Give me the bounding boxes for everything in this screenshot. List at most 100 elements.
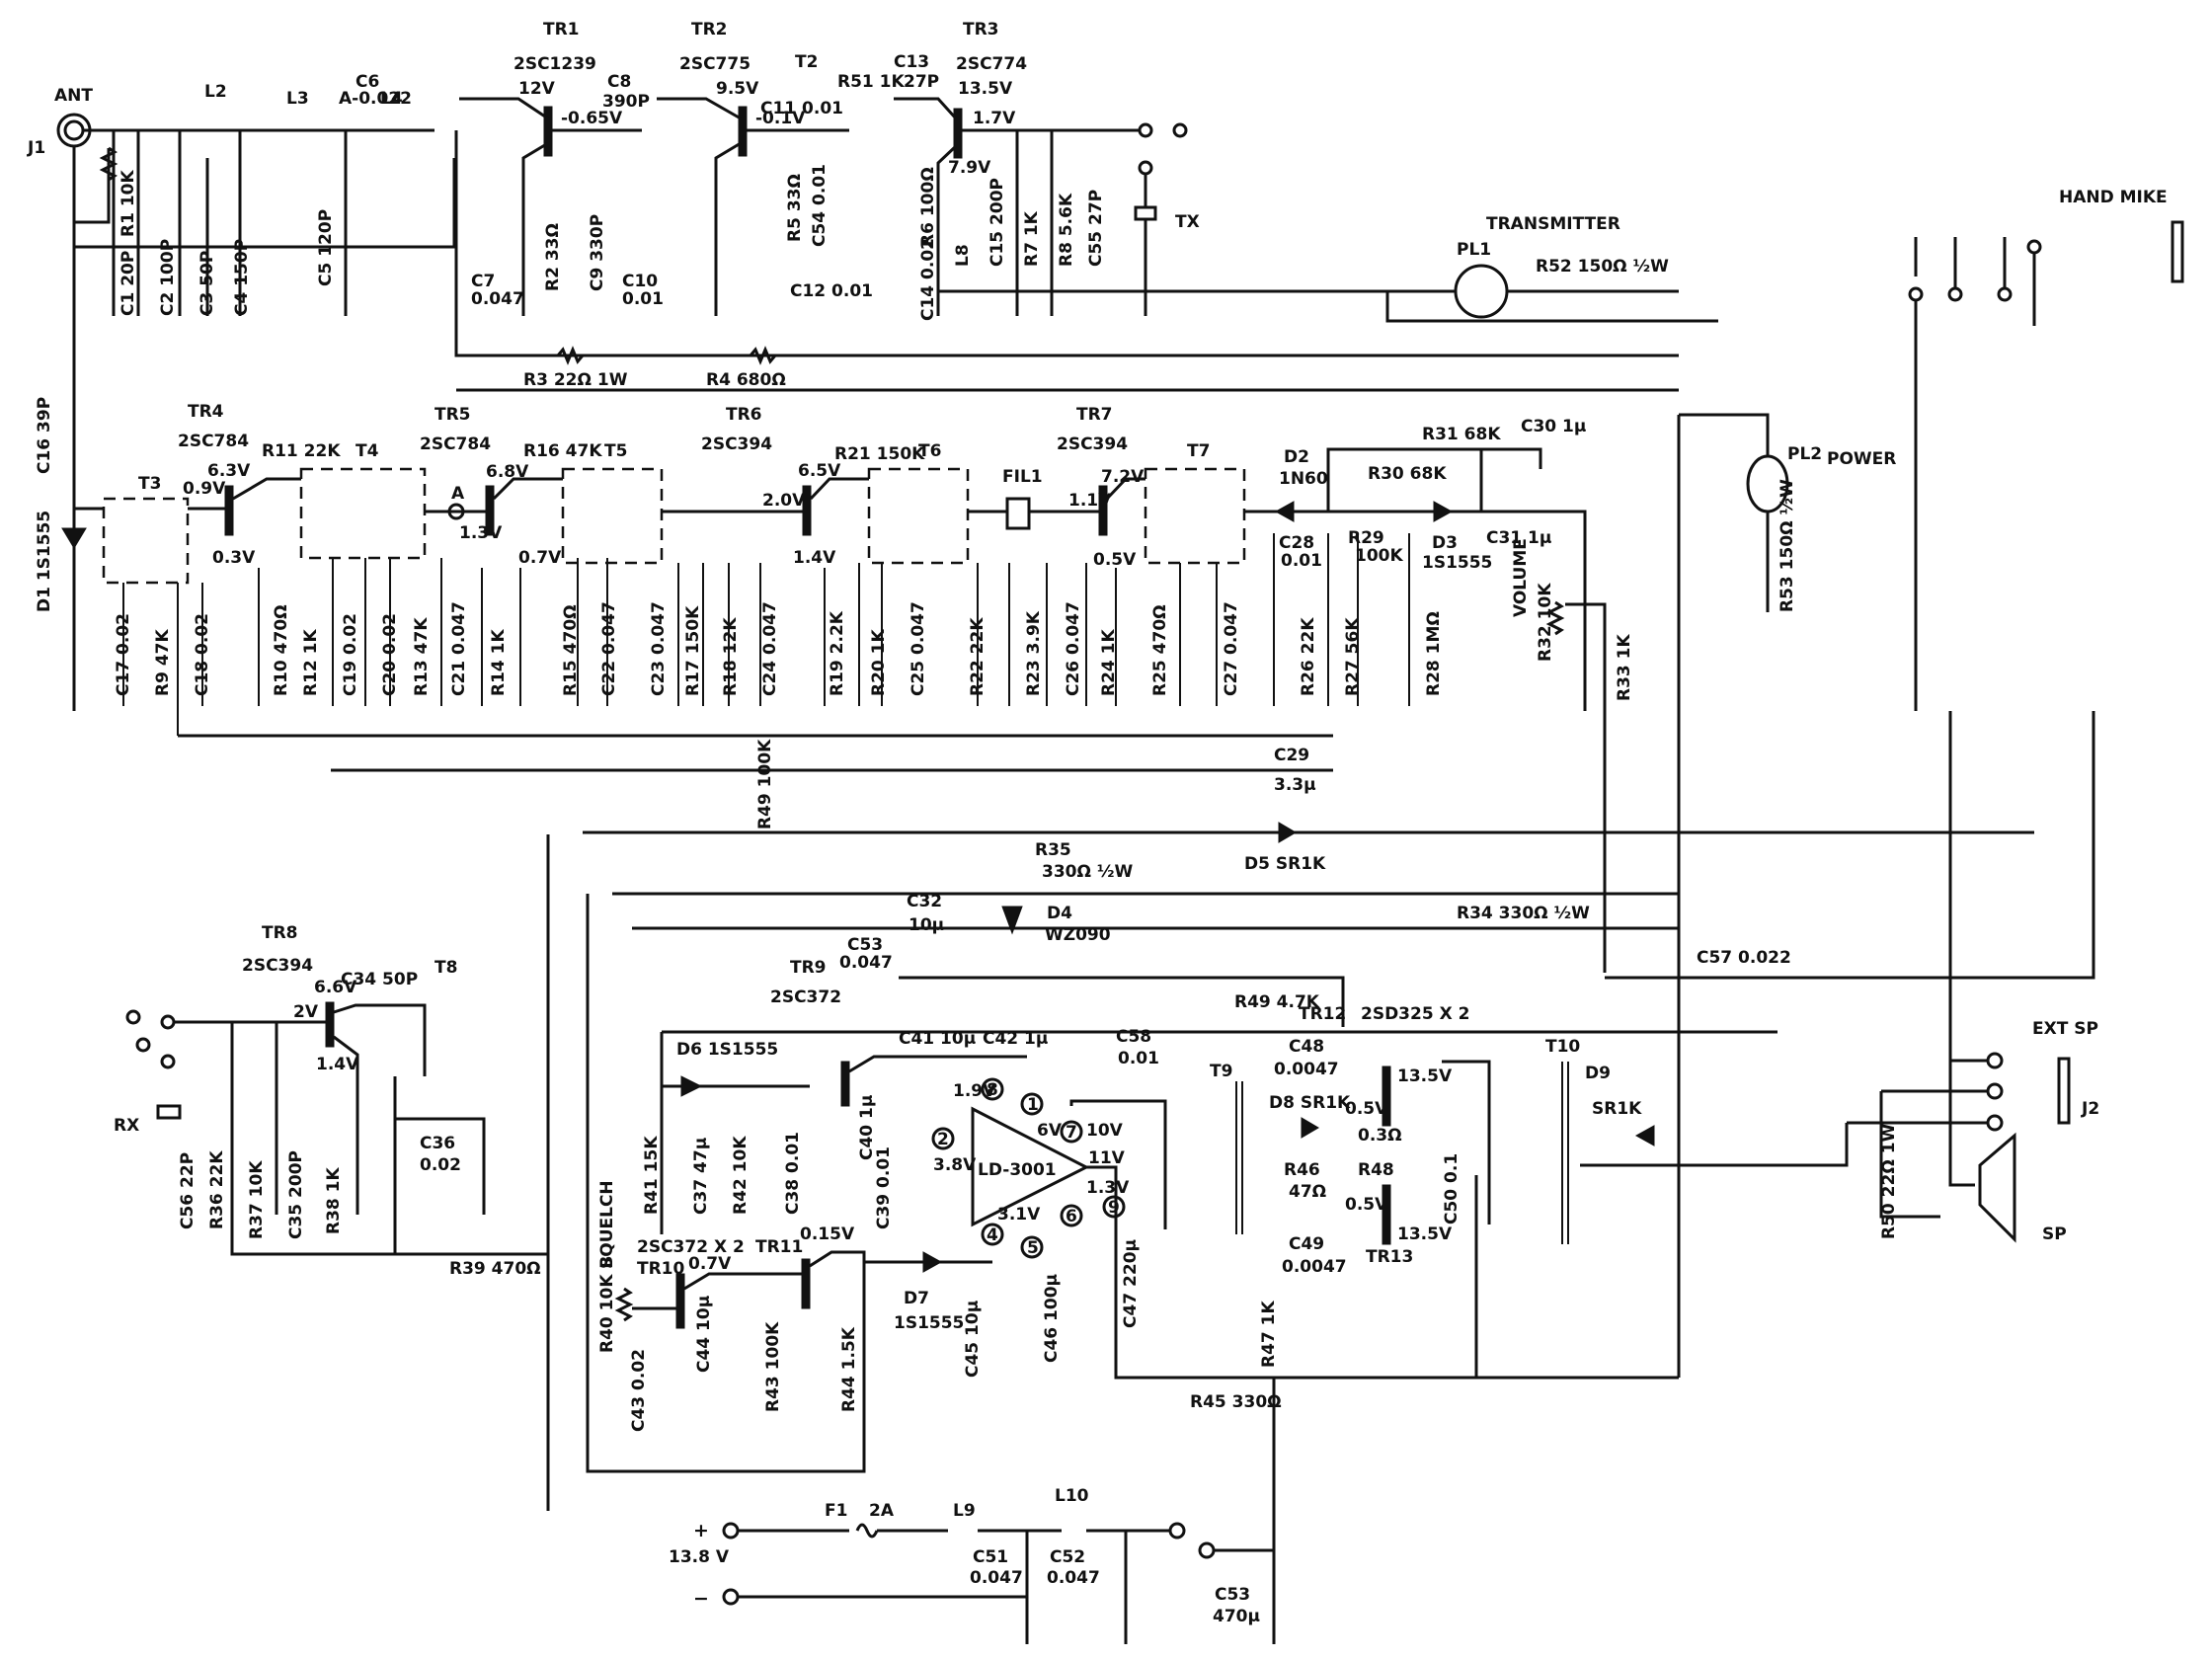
c48-label: C48: [1289, 1037, 1324, 1057]
ld3001-amplifier-icon: [971, 1106, 1090, 1227]
c29-label: C29: [1274, 746, 1309, 765]
c32-label: C32: [907, 892, 942, 911]
c10-value: 0.01: [622, 289, 664, 309]
svg-text:R15 470Ω: R15 470Ω: [561, 604, 581, 696]
r52-label: R52 150Ω ½W: [1536, 257, 1669, 276]
tr2-transistor-icon: [738, 106, 748, 157]
d4-part: WZ090: [1045, 925, 1111, 945]
r35-value: 330Ω ½W: [1042, 862, 1133, 882]
r45-label: R45 330Ω: [1190, 1392, 1282, 1412]
ic-pin4-voltage: 3.1V: [997, 1205, 1041, 1224]
svg-text:R26 22K: R26 22K: [1299, 617, 1318, 696]
t3-label: T3: [138, 474, 161, 494]
svg-text:C20 0.02: C20 0.02: [380, 613, 400, 696]
hand-mike-icon: [2171, 220, 2184, 283]
c50-label: C50 0.1: [1442, 1153, 1462, 1224]
c13-value: 27P: [904, 72, 939, 92]
d6-label: D6 1S1555: [676, 1040, 778, 1060]
r48-label: R48: [1358, 1160, 1394, 1180]
r36-label: R36 22K: [207, 1150, 227, 1229]
tr5-v-emitter: 0.7V: [518, 548, 562, 568]
d7-diode-icon: [922, 1251, 943, 1273]
d4-zener-icon: [1001, 906, 1023, 935]
power-section: + − 13.8 V F1 2A L9 L10 C51 0.047 C52 0.…: [669, 1486, 1276, 1644]
ic-pin1-voltage: 6V: [1037, 1121, 1063, 1141]
tr3-v-base: 1.7V: [973, 109, 1016, 128]
ext-sp-jack-icon[interactable]: [2057, 1057, 2071, 1125]
d3-label: D3: [1432, 533, 1458, 553]
c9-label: C9 330P: [588, 214, 607, 291]
tr12-transistor-icon: [1382, 1066, 1391, 1127]
bus-section: R49 100K C29 3.3μ D5 SR1K R35 330Ω ½W D4…: [178, 711, 2095, 1511]
svg-text:9: 9: [1108, 1198, 1120, 1218]
tr2-label: TR2: [691, 20, 728, 40]
tr8-transistor-icon: [325, 1001, 335, 1048]
pl1-label: PL1: [1457, 240, 1491, 260]
tr9-part: 2SC372: [770, 988, 841, 1007]
c41-label: C41 10μ: [899, 1029, 976, 1049]
fuse-icon: [855, 1523, 879, 1539]
d5-diode-icon: [1278, 822, 1297, 843]
r50-label: R50 22Ω 1W: [1879, 1123, 1899, 1239]
rx-crystal-icon: [156, 1104, 182, 1120]
t3-transformer-icon: [102, 497, 190, 585]
squelch-label: SQUELCH: [597, 1180, 617, 1269]
tr11-transistor-icon: [801, 1258, 811, 1309]
d8-label: D8 SR1K: [1269, 1093, 1351, 1113]
c53-value: 470μ: [1213, 1607, 1260, 1626]
c11-label: C11 0.01: [760, 99, 843, 118]
c42-label: C42 1μ: [983, 1029, 1048, 1049]
svg-text:C21 0.047: C21 0.047: [449, 601, 469, 696]
r47-label: R47 1K: [1259, 1301, 1279, 1368]
c58-label: C58: [1116, 1027, 1151, 1047]
c34-label: C34 50P: [341, 970, 418, 989]
r5-label: R5 33Ω: [785, 174, 805, 242]
d1-label: D1 1S1555: [35, 511, 54, 612]
r7-label: R7 1K: [1022, 210, 1042, 267]
d2-label: D2: [1284, 447, 1309, 467]
t4-label: T4: [356, 441, 379, 461]
t4-transformer-icon: [299, 467, 427, 560]
r46-label: R46: [1284, 1160, 1320, 1180]
l9-label: L9: [953, 1501, 976, 1521]
d9-part: SR1K: [1592, 1099, 1642, 1119]
c45-label: C45 10μ: [963, 1301, 983, 1378]
svg-text:R18 12K: R18 12K: [721, 617, 741, 696]
d1-diode-icon: [61, 527, 87, 549]
tr7-v-collector: 7.2V: [1101, 467, 1145, 487]
svg-text:8: 8: [987, 1080, 998, 1100]
t10-label: T10: [1545, 1037, 1580, 1057]
tr5-v-collector: 6.8V: [486, 462, 529, 482]
tr4-v-base: 0.9V: [183, 479, 226, 499]
r38-label: R38 1K: [324, 1167, 344, 1234]
tr1-transistor-icon: [543, 106, 553, 157]
c8-value: 390P: [602, 92, 650, 112]
power-switch-icon[interactable]: [1168, 1522, 1186, 1540]
c40-label: C40 1μ: [857, 1095, 877, 1160]
c55-label: C55 27P: [1086, 190, 1106, 267]
tr1-part: 2SC1239: [514, 54, 596, 74]
squelch-potentiometer-icon[interactable]: [614, 1287, 634, 1322]
tr4-transistor-icon: [224, 485, 234, 536]
tr5-transistor-icon: [485, 485, 495, 536]
supply-plus-terminal-icon: [722, 1522, 740, 1540]
svg-text:R25 470Ω: R25 470Ω: [1150, 604, 1170, 696]
c53-bus-label: C53: [847, 935, 883, 955]
volume-label: VOLUME: [1511, 538, 1531, 617]
ld3001-label: LD-3001: [978, 1160, 1057, 1180]
tr8-v-collector: 6.6V: [314, 978, 357, 997]
ic-pins: 8 1 2 7 4 5 6 9: [931, 1077, 1126, 1259]
tr13-transistor-icon: [1382, 1184, 1391, 1245]
t5-label: T5: [604, 441, 627, 461]
svg-text:R23 3.9K: R23 3.9K: [1024, 610, 1044, 696]
c13-label: C13: [894, 52, 929, 72]
supply-voltage-label: 13.8 V: [669, 1547, 730, 1567]
r34-label: R34 330Ω ½W: [1457, 904, 1590, 923]
tr5-label: TR5: [434, 405, 471, 425]
c47-label: C47 220μ: [1121, 1239, 1141, 1328]
r53-label: R53 150Ω ½W: [1778, 479, 1797, 612]
c28-value: 0.01: [1281, 551, 1322, 571]
tr1-v-collector: 12V: [518, 79, 556, 99]
svg-text:R19 2.2K: R19 2.2K: [828, 610, 847, 696]
volume-potentiometer-icon[interactable]: [1545, 600, 1565, 636]
